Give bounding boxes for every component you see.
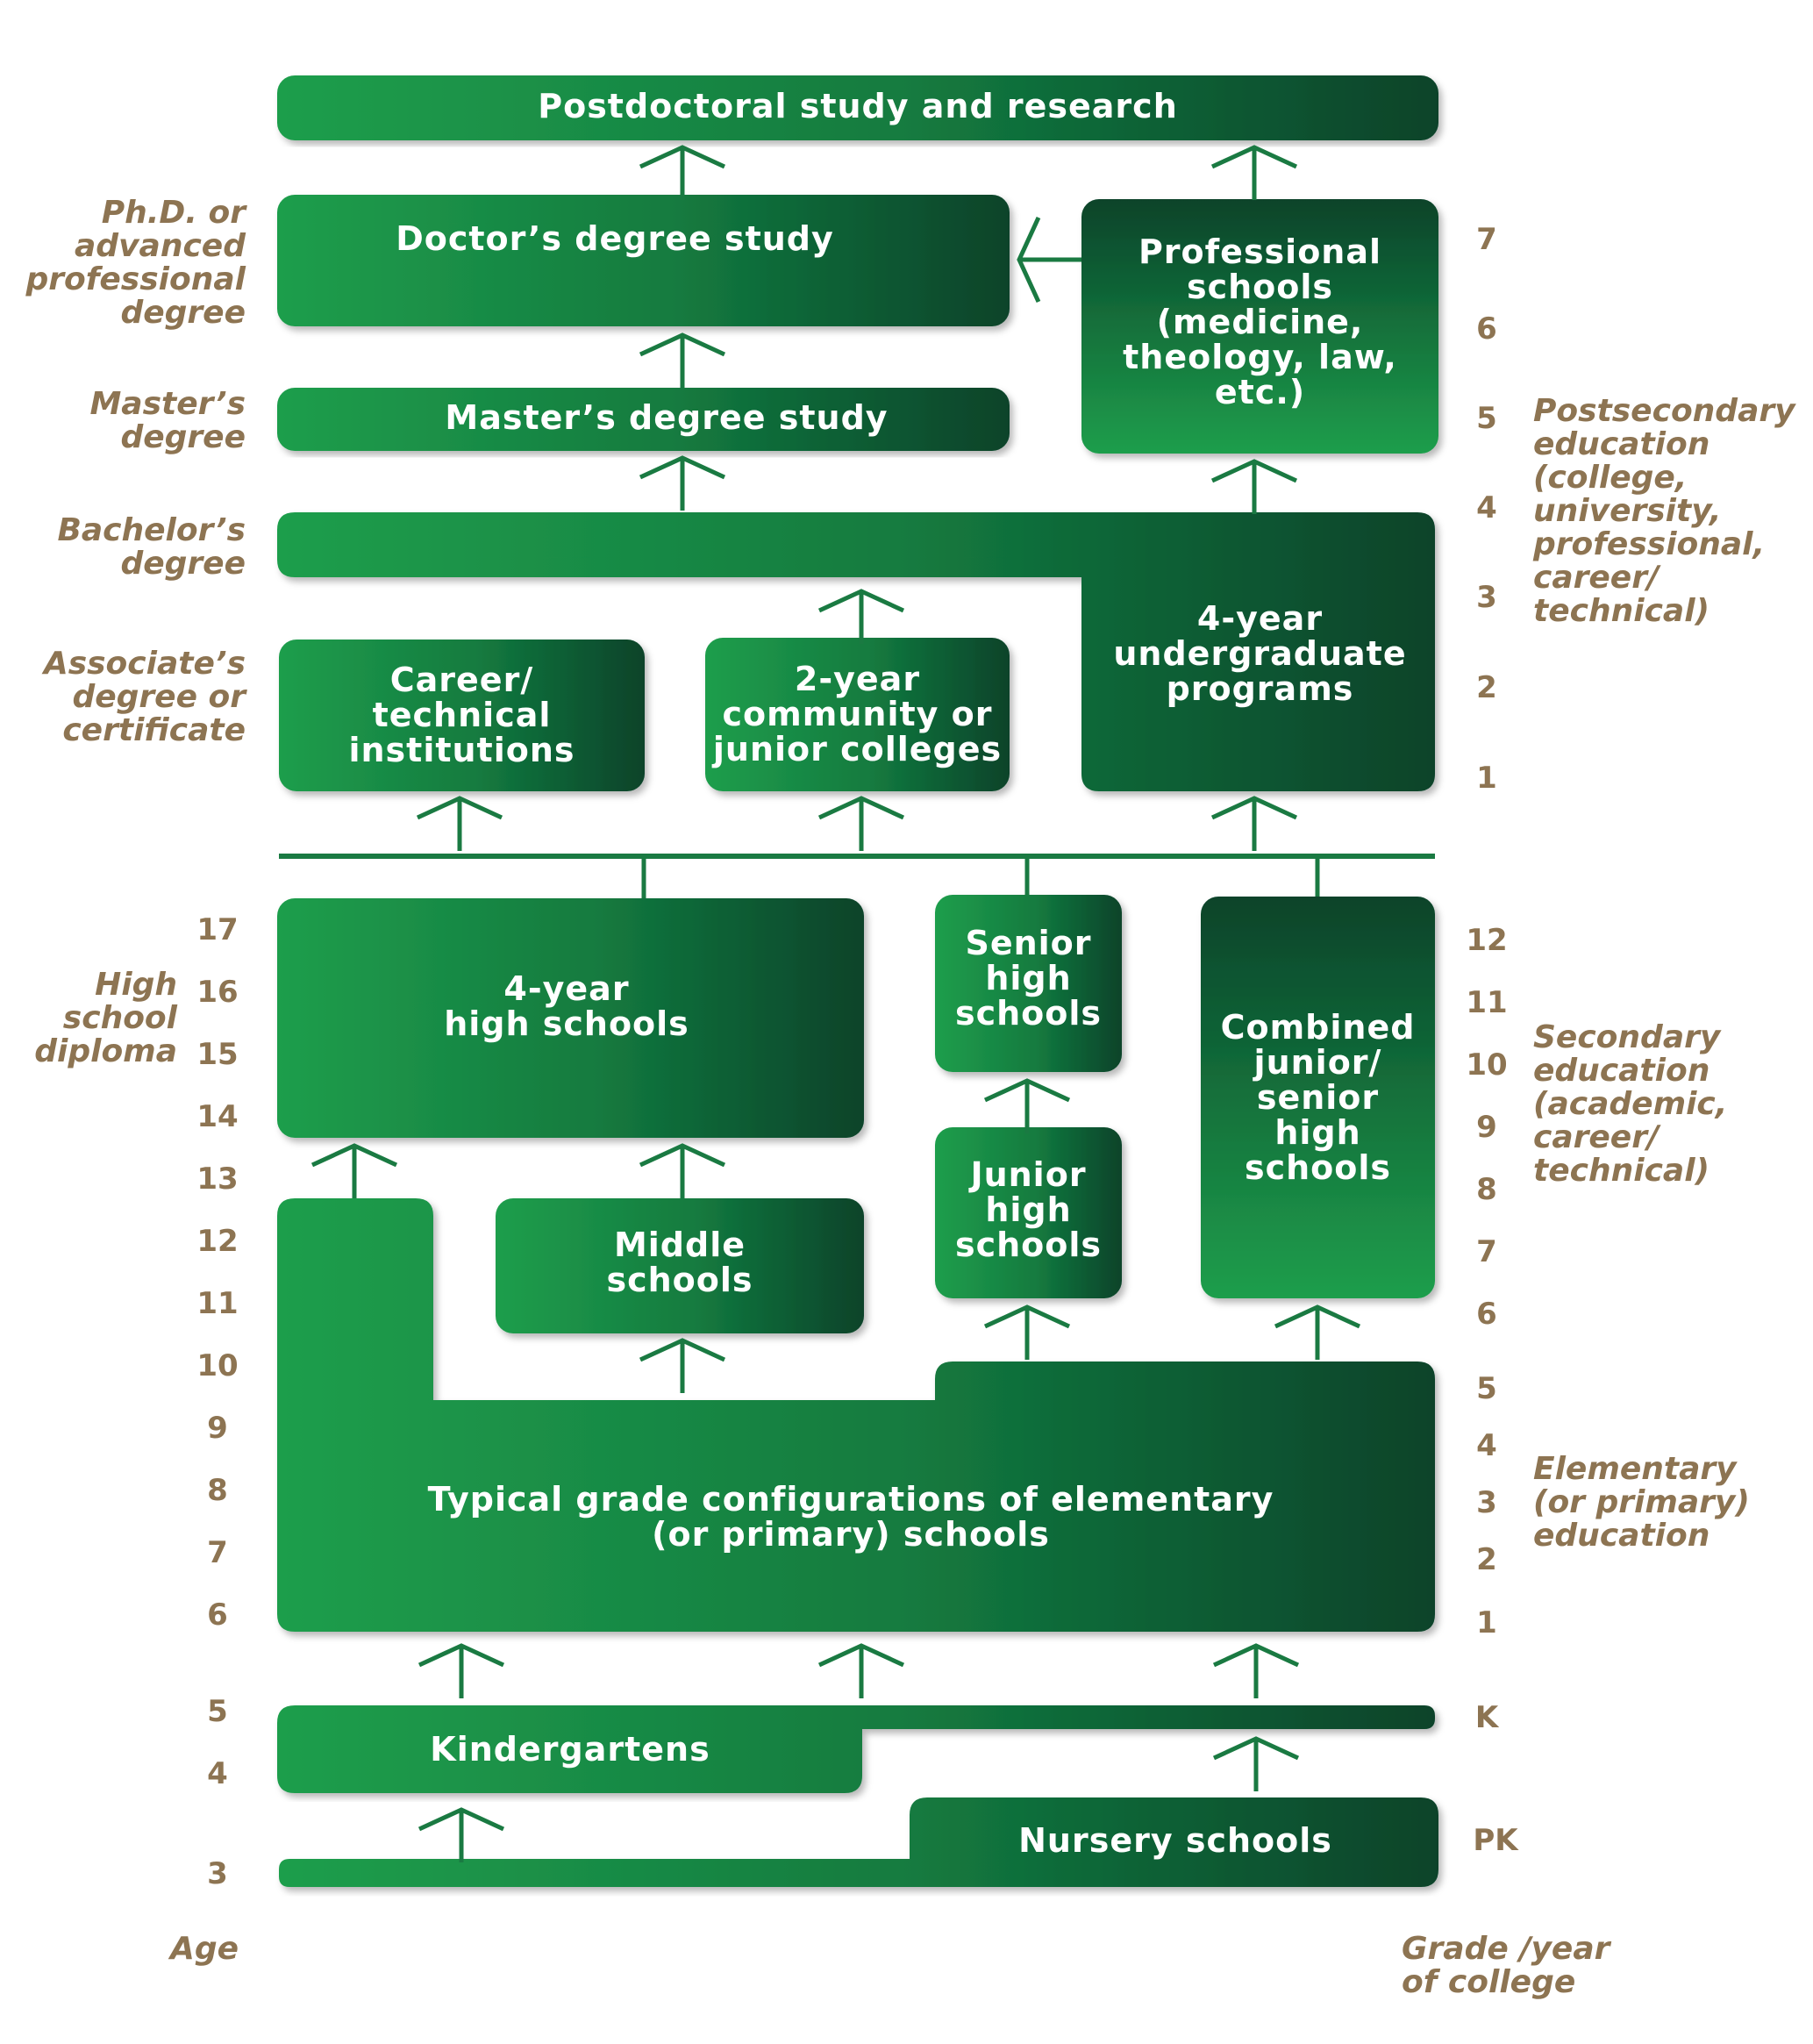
professional-label: Professional schools (medicine, theology… bbox=[1123, 232, 1397, 411]
grade-year-axis-label: Grade /year of college bbox=[1402, 1931, 1610, 2000]
age-axis-label: Age bbox=[169, 1931, 239, 1967]
arrow-up-icon bbox=[985, 1081, 1069, 1133]
highschool4-label: 4-year high schools bbox=[444, 969, 689, 1043]
age-tick: 10 bbox=[196, 1348, 239, 1383]
elementary-box bbox=[277, 1198, 1435, 1632]
kindergarten-box bbox=[277, 1705, 1435, 1793]
master-degree-label: Master’s degree bbox=[89, 386, 246, 455]
grade-tick: K bbox=[1474, 1700, 1499, 1735]
age-tick: 7 bbox=[207, 1535, 228, 1570]
age-tick: 12 bbox=[196, 1224, 239, 1259]
arrow-up-icon bbox=[819, 798, 903, 851]
arrow-up-icon bbox=[819, 1646, 903, 1698]
combined-label: Combined junior/ senior high schools bbox=[1220, 1008, 1416, 1187]
college-year-tick: 6 bbox=[1476, 311, 1497, 347]
senior-high-box bbox=[935, 895, 1122, 1072]
arrow-up-icon bbox=[419, 1810, 503, 1862]
master-label: Master’s degree study bbox=[445, 398, 889, 437]
age-tick: 11 bbox=[196, 1286, 239, 1321]
career-box bbox=[279, 640, 645, 791]
highschool4-box bbox=[277, 898, 864, 1138]
postdoctoral-box bbox=[277, 75, 1438, 140]
master-box bbox=[277, 388, 1010, 451]
associate-degree-label: Associate’s degree or certificate bbox=[43, 646, 246, 748]
grade-tick: 9 bbox=[1476, 1110, 1497, 1145]
arrow-up-icon bbox=[819, 591, 903, 644]
arrow-up-icon bbox=[419, 1646, 503, 1698]
grade-tick: PK bbox=[1473, 1823, 1518, 1858]
arrow-up-icon bbox=[1212, 461, 1296, 514]
arrow-up-icon bbox=[640, 1146, 724, 1198]
grade-tick: 6 bbox=[1476, 1297, 1497, 1332]
college-year-tick: 7 bbox=[1476, 222, 1497, 257]
undergrad4-label: 4-year undergraduate programs bbox=[1113, 599, 1407, 708]
grade-tick: 4 bbox=[1476, 1428, 1497, 1463]
junior-high-box bbox=[935, 1127, 1122, 1298]
senior-high-label: Senior high schools bbox=[954, 924, 1103, 1033]
elementary-label: Typical grade configurations of elementa… bbox=[427, 1480, 1274, 1554]
arrow-up-icon bbox=[1212, 147, 1296, 200]
middle-box bbox=[496, 1198, 864, 1333]
arrow-up-icon bbox=[312, 1146, 396, 1198]
age-tick: 17 bbox=[196, 912, 239, 947]
college-year-tick: 2 bbox=[1476, 670, 1497, 705]
arrow-up-icon bbox=[1212, 798, 1296, 851]
arrow-left-icon bbox=[1017, 216, 1081, 304]
arrow-up-icon bbox=[1214, 1739, 1298, 1791]
age-tick: 6 bbox=[207, 1597, 228, 1633]
grade-tick: 11 bbox=[1466, 985, 1508, 1020]
elementary-education-label: Elementary (or primary) education bbox=[1533, 1451, 1750, 1554]
phd-degree-label: Ph.D. or advanced professional degree bbox=[25, 195, 246, 331]
secondary-label: Secondary education (academic, career/ t… bbox=[1533, 1019, 1728, 1189]
nursery-label: Nursery schools bbox=[1018, 1821, 1332, 1860]
arrow-up-icon bbox=[640, 1340, 724, 1393]
arrow-up-icon bbox=[1275, 1307, 1360, 1360]
postsecondary-label: Postsecondary education (college, univer… bbox=[1533, 393, 1795, 629]
grade-tick: 8 bbox=[1476, 1172, 1497, 1207]
nursery-box bbox=[279, 1797, 1438, 1887]
age-tick: 4 bbox=[207, 1756, 228, 1791]
age-tick: 13 bbox=[196, 1161, 239, 1197]
grade-tick: 3 bbox=[1476, 1485, 1497, 1520]
age-tick: 16 bbox=[196, 975, 239, 1010]
age-tick: 9 bbox=[207, 1411, 228, 1446]
high-school-diploma-label: High school diploma bbox=[34, 967, 177, 1069]
college-year-tick: 3 bbox=[1476, 580, 1497, 615]
grade-tick: 2 bbox=[1476, 1542, 1497, 1577]
arrow-up-icon bbox=[985, 1307, 1069, 1360]
arrow-up-icon bbox=[640, 147, 724, 200]
grade-tick: 1 bbox=[1476, 1605, 1497, 1640]
middle-label: Middle schools bbox=[606, 1226, 753, 1299]
career-label: Career/ technical institutions bbox=[348, 661, 575, 769]
age-tick: 15 bbox=[196, 1037, 239, 1072]
college-year-tick: 5 bbox=[1476, 401, 1497, 436]
doctor-box bbox=[277, 195, 1010, 326]
bachelor-undergrad-box bbox=[277, 512, 1435, 791]
arrow-up-icon bbox=[418, 798, 502, 851]
arrow-up-icon bbox=[1214, 1646, 1298, 1698]
age-tick: 5 bbox=[207, 1694, 228, 1729]
doctor-label: Doctor’s degree study bbox=[396, 219, 834, 258]
grade-tick: 12 bbox=[1466, 923, 1508, 958]
age-tick: 14 bbox=[196, 1099, 239, 1134]
postdoctoral-label: Postdoctoral study and research bbox=[538, 87, 1178, 125]
arrow-up-icon bbox=[640, 335, 724, 388]
professional-box bbox=[1081, 199, 1438, 454]
junior-high-label: Junior high schools bbox=[954, 1155, 1103, 1264]
age-tick: 8 bbox=[207, 1473, 228, 1508]
kindergartens-label: Kindergartens bbox=[430, 1730, 710, 1769]
grade-tick: 5 bbox=[1476, 1371, 1497, 1406]
community-box bbox=[705, 638, 1010, 791]
combined-box bbox=[1201, 897, 1435, 1298]
age-tick: 3 bbox=[207, 1856, 228, 1891]
college-year-tick: 4 bbox=[1476, 490, 1497, 525]
grade-tick: 7 bbox=[1476, 1234, 1497, 1269]
bachelor-degree-label: Bachelor’s degree bbox=[57, 512, 246, 582]
grade-tick: 10 bbox=[1466, 1047, 1508, 1083]
college-year-tick: 1 bbox=[1476, 761, 1497, 796]
community-label: 2-year community or junior colleges bbox=[712, 660, 1003, 768]
arrow-up-icon bbox=[640, 458, 724, 511]
